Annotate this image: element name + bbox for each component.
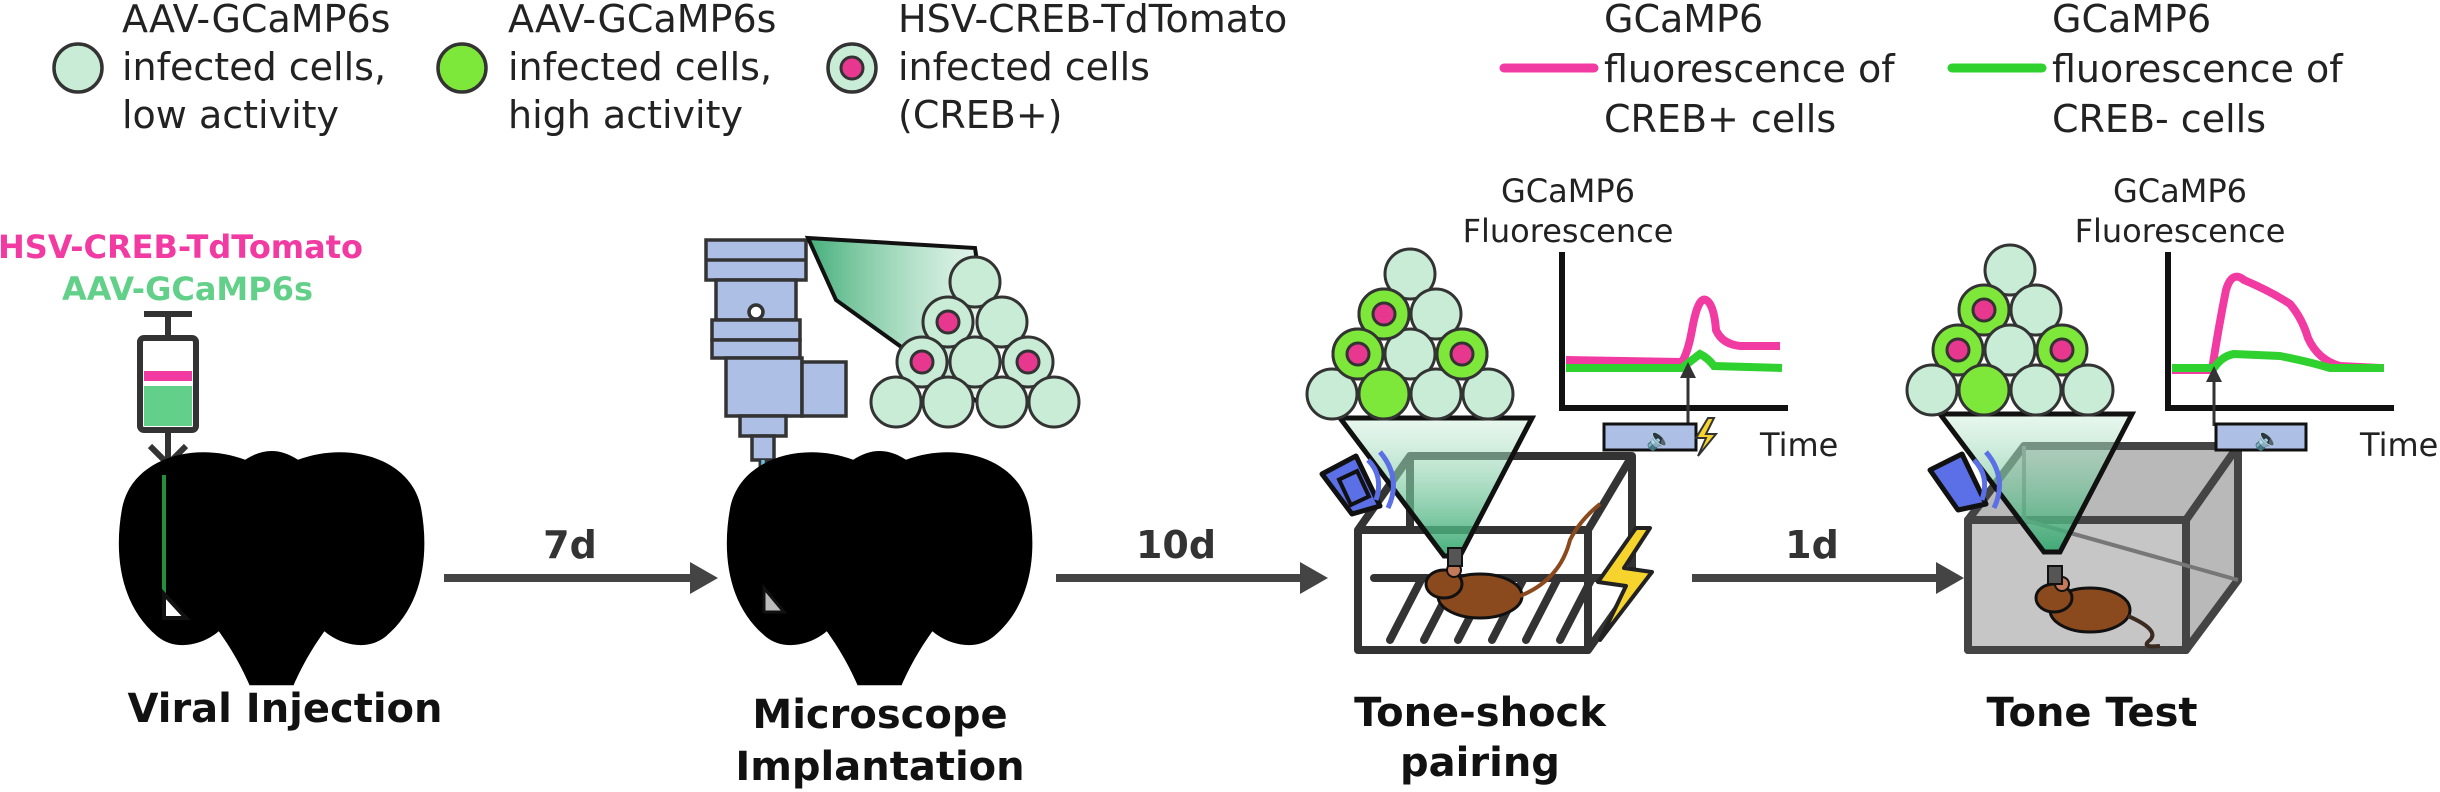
legend-low-activity-line3: low activity <box>122 93 339 137</box>
speaker-icon <box>1319 450 1396 517</box>
arrow-label-10d: 10d <box>1136 523 1216 567</box>
injection-label-gcamp: AAV-GCaMP6s <box>62 270 313 308</box>
legend-low-activity-line2: infected cells, <box>122 45 386 89</box>
arrow-label-7d: 7d <box>543 523 597 567</box>
stage-tone-shock-pairing: GCaMP6 Fluorescence 🔈 Time Tone-shock pa… <box>1305 172 1839 786</box>
plot1-axes <box>1559 252 1788 411</box>
arrow-7d: 7d <box>444 523 718 594</box>
legend-high-activity-swatch <box>436 42 488 94</box>
plot2-axes <box>2165 252 2394 411</box>
cell-cluster-3 <box>1305 247 1515 421</box>
shock-bolt-icon <box>1596 526 1654 642</box>
stage-label-microscope-line2: Implantation <box>735 744 1024 790</box>
injection-label-creb: HSV-CREB-TdTomato <box>0 228 363 266</box>
plot2-trace-creb-pos <box>2172 272 2381 374</box>
plot2-tone-speaker-icon: 🔈 <box>2254 427 2281 452</box>
arrow-label-1d: 1d <box>1785 523 1839 567</box>
microscope-icon <box>704 238 848 462</box>
plot1-tone-speaker-icon: 🔈 <box>1646 427 1673 452</box>
arrow-1d: 1d <box>1692 523 1964 594</box>
plot2-trace-creb-neg <box>2172 349 2384 372</box>
fluorescence-plot-2: GCaMP6 Fluorescence 🔈 Time <box>2075 172 2439 464</box>
stage-label-microscope-line1: Microscope <box>752 692 1007 738</box>
legend-creb-pos-trace-line2: fluorescence of <box>1604 47 1896 91</box>
injection-site <box>162 588 191 620</box>
plot1-trace-creb-neg <box>1566 349 1783 372</box>
implant-site <box>762 583 788 614</box>
legend: AAV-GCaMP6s infected cells, low activity… <box>52 0 2344 141</box>
legend-creb-neg-trace-line3: CREB- cells <box>2052 97 2266 141</box>
legend-high-activity-line3: high activity <box>508 93 743 137</box>
plot1-title-line1: GCaMP6 <box>1501 172 1635 210</box>
legend-creb-pos-trace-line3: CREB+ cells <box>1604 97 1836 141</box>
legend-high-activity-line1: AAV-GCaMP6s <box>508 0 776 41</box>
brain-section-2 <box>726 450 1033 686</box>
cell-cluster-2 <box>869 255 1081 429</box>
speaker-icon-2 <box>1927 450 2002 513</box>
stage-viral-injection: HSV-CREB-TdTomato AAV-GCaMP6s Viral Inje… <box>0 228 443 732</box>
plot1-x-label: Time <box>1759 426 1838 464</box>
stage-label-tone-test: Tone Test <box>1986 690 2197 736</box>
legend-creb-line2: infected cells <box>898 45 1150 89</box>
stage-label-tone-shock-line2: pairing <box>1400 740 1560 786</box>
legend-low-activity-line1: AAV-GCaMP6s <box>122 0 390 41</box>
imaging-cone-4 <box>1934 411 2137 555</box>
legend-creb-neg-trace-line1: GCaMP6 <box>2052 0 2211 41</box>
plot2-title-line2: Fluorescence <box>2075 212 2286 250</box>
stage-microscope-implantation: Microscope Implantation <box>704 235 1081 790</box>
legend-low-activity-swatch <box>52 42 104 94</box>
mouse-icon-2 <box>2034 565 2161 649</box>
mouse-icon <box>1424 502 1602 620</box>
plot2-tone-bar <box>2214 422 2308 452</box>
legend-creb-pos-trace-line1: GCaMP6 <box>1604 0 1763 41</box>
stage-label-tone-shock-line1: Tone-shock <box>1354 690 1607 736</box>
legend-creb-line3: (CREB+) <box>898 93 1063 137</box>
syringe-icon <box>137 311 199 469</box>
arrow-10d: 10d <box>1056 523 1328 594</box>
fluorescence-plot-1: GCaMP6 Fluorescence 🔈 Time <box>1463 172 1839 464</box>
legend-creb-neg-trace-line2: fluorescence of <box>2052 47 2344 91</box>
legend-creb-swatch-inner <box>839 55 865 81</box>
plot1-title-line2: Fluorescence <box>1463 212 1674 250</box>
plot2-title-line1: GCaMP6 <box>2113 172 2247 210</box>
legend-high-activity-line2: infected cells, <box>508 45 772 89</box>
plot1-trace-creb-pos <box>1565 295 1780 367</box>
plot2-x-label: Time <box>2359 426 2438 464</box>
stage-tone-test: GCaMP6 Fluorescence 🔈 Time Tone Test <box>1905 172 2439 736</box>
legend-creb-line1: HSV-CREB-TdTomato <box>898 0 1287 41</box>
plot1-shock-icon <box>1694 417 1719 457</box>
cell-cluster-4 <box>1905 243 2115 417</box>
stage-label-viral-injection: Viral Injection <box>127 686 442 732</box>
